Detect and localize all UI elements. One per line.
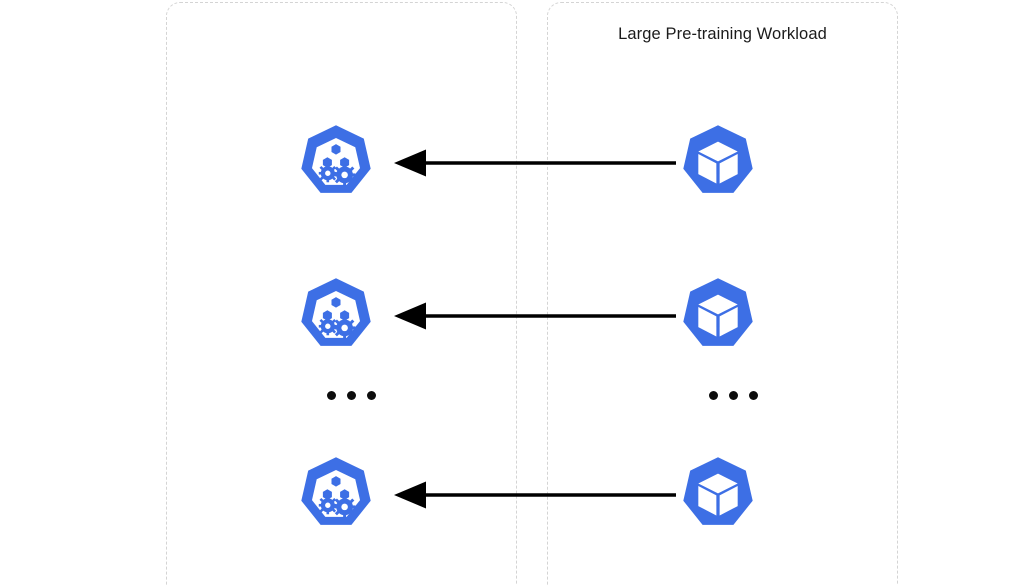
ellipsis-dot bbox=[367, 390, 376, 400]
kubernetes-icon[interactable] bbox=[295, 275, 377, 357]
ellipsis-dot bbox=[729, 390, 738, 400]
container-box-icon[interactable] bbox=[677, 122, 759, 204]
container-box-icon[interactable] bbox=[677, 275, 759, 357]
arrow-left-icon bbox=[386, 148, 676, 178]
kubernetes-icon[interactable] bbox=[295, 454, 377, 536]
group-container-left bbox=[166, 2, 517, 585]
arrow-left-icon bbox=[386, 480, 676, 510]
group-title-workload: Large Pre-training Workload bbox=[618, 25, 827, 43]
group-container-right: Large Pre-training Workload bbox=[547, 2, 898, 585]
ellipsis-dot bbox=[709, 390, 718, 400]
kubernetes-icon[interactable] bbox=[295, 122, 377, 204]
ellipsis-left bbox=[327, 390, 376, 400]
arrow-left-icon bbox=[386, 301, 676, 331]
ellipsis-right bbox=[709, 390, 758, 400]
ellipsis-dot bbox=[327, 390, 336, 400]
ellipsis-dot bbox=[347, 390, 356, 400]
container-box-icon[interactable] bbox=[677, 454, 759, 536]
ellipsis-dot bbox=[749, 390, 758, 400]
